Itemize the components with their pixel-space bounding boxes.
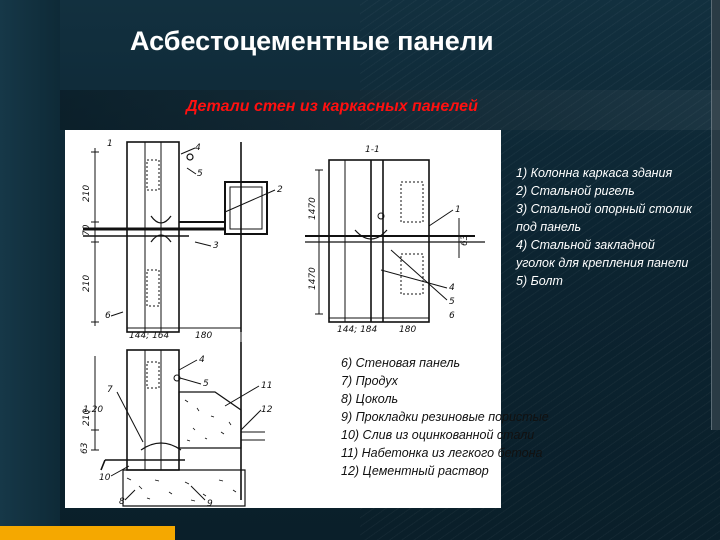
- legend-item: 2) Стальной ригель: [516, 184, 635, 198]
- svg-text:63: 63: [80, 442, 90, 454]
- legend-item: 7) Продух: [341, 374, 398, 388]
- slide-title: Асбестоцементные панели: [130, 26, 494, 56]
- legend-item: 8) Цоколь: [341, 392, 399, 406]
- wall-detail-drawing: 1 4 5 2 3 6 210 70 210 144; 164 180: [80, 139, 485, 508]
- callout-1: 1: [107, 139, 113, 149]
- svg-text:4: 4: [195, 143, 201, 153]
- detail-top-left: 1 4 5 2 3 6 210 70 210 144; 164 180: [82, 139, 283, 342]
- legend-top: 1) Колонна каркаса здания 2) Стальной ри…: [516, 164, 696, 290]
- legend-item: 12) Цементный раствор: [341, 464, 489, 478]
- legend-bottom-background: [336, 348, 501, 484]
- svg-text:6: 6: [105, 311, 111, 321]
- legend-item: 3) Стальной опорный столик под панель: [516, 202, 692, 234]
- svg-text:5: 5: [197, 169, 203, 179]
- right-edge-decor: [711, 0, 720, 430]
- svg-text:10: 10: [99, 473, 111, 483]
- legend-item: 11) Набетонка из легкого бетона: [341, 446, 543, 460]
- legend-item: 9) Прокладки резиновые пористые: [341, 410, 549, 424]
- svg-text:1470: 1470: [308, 197, 318, 220]
- svg-text:210: 210: [82, 185, 92, 202]
- svg-text:210: 210: [82, 275, 92, 292]
- legend-bottom: 6) Стеновая панель 7) Продух 8) Цоколь 9…: [341, 354, 581, 480]
- legend-item: 10) Слив из оцинкованной стали: [341, 428, 535, 442]
- detail-section-1-1: 1-1 1470 1470 144; 184 180 1 4 5 6 63: [305, 145, 485, 335]
- svg-text:7: 7: [107, 385, 113, 395]
- svg-text:5: 5: [203, 379, 209, 389]
- svg-text:144; 184: 144; 184: [337, 325, 378, 335]
- svg-text:2: 2: [277, 185, 283, 195]
- legend-item: 5) Болт: [516, 274, 563, 288]
- svg-text:6: 6: [449, 311, 455, 321]
- svg-text:12: 12: [261, 405, 273, 415]
- slide-subtitle: Детали стен из каркасных панелей: [186, 98, 478, 115]
- detail-base: 4 5 7 1,20 210 63 11 12 10 8 9: [80, 342, 273, 508]
- subtitle-band: [60, 90, 720, 130]
- svg-text:1: 1: [455, 205, 461, 215]
- svg-text:180: 180: [399, 325, 416, 335]
- svg-text:1,20: 1,20: [83, 405, 103, 415]
- svg-text:210: 210: [82, 409, 92, 426]
- left-decor-strip: [0, 0, 60, 540]
- svg-text:70: 70: [82, 224, 92, 236]
- svg-text:4: 4: [199, 355, 205, 365]
- svg-text:1470: 1470: [308, 267, 318, 290]
- legend-item: 4) Стальной закладной уголок для креплен…: [516, 238, 689, 270]
- accent-bar: [0, 526, 175, 540]
- legend-item: 6) Стеновая панель: [341, 356, 461, 370]
- svg-text:180: 180: [195, 331, 212, 341]
- svg-text:8: 8: [119, 497, 125, 507]
- svg-text:9: 9: [207, 499, 213, 508]
- svg-text:3: 3: [213, 241, 219, 251]
- svg-text:11: 11: [261, 381, 272, 391]
- svg-text:4: 4: [449, 283, 455, 293]
- svg-text:63: 63: [460, 234, 470, 246]
- svg-text:144; 164: 144; 164: [129, 331, 170, 341]
- svg-text:5: 5: [449, 297, 455, 307]
- legend-item: 1) Колонна каркаса здания: [516, 166, 673, 180]
- svg-text:1-1: 1-1: [365, 145, 380, 155]
